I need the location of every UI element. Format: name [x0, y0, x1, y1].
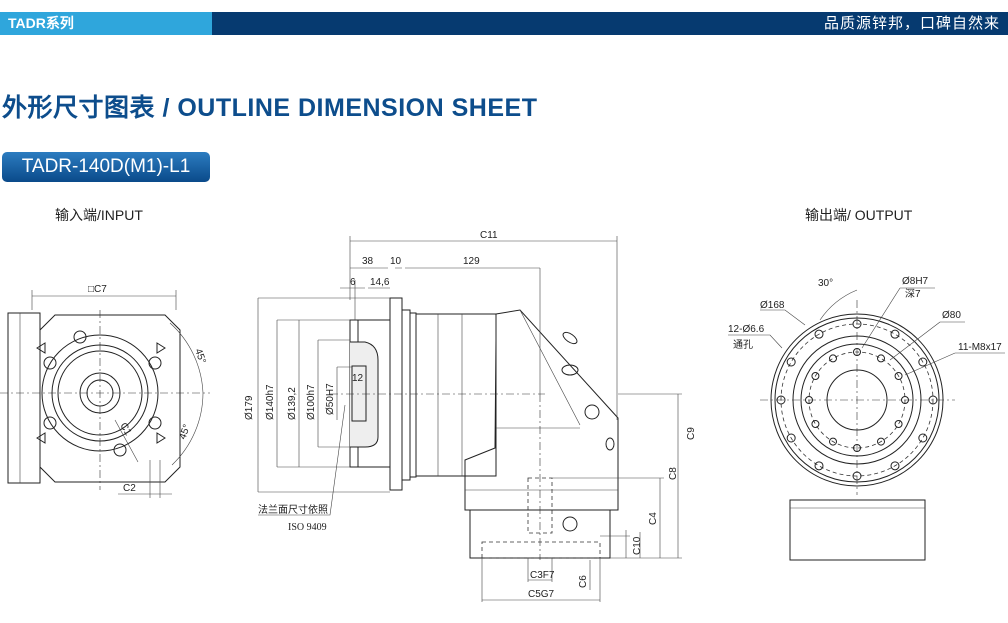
dim-38: 38 [362, 256, 374, 267]
dim-c8: C8 [668, 467, 679, 480]
tapped-hole [811, 372, 820, 380]
dim-d168: Ø168 [760, 300, 785, 311]
page-title: 外形尺寸图表 / OUTLINE DIMENSION SHEET [2, 94, 538, 122]
tapped-hole [901, 396, 909, 404]
flange-note: 法兰面尺寸依照 [258, 503, 328, 516]
series-label: TADR系列 [0, 12, 212, 35]
tapped-hole [853, 444, 861, 452]
tapped-hole [829, 437, 837, 446]
dim-c11: C11 [480, 230, 498, 241]
dim-c7: □C7 [88, 284, 107, 295]
side-view: C11 38 10 129 6 14,6 Ø179 Ø140h7 Ø139,2 … [244, 230, 697, 602]
output-view-label: 输出端/ OUTPUT [805, 207, 913, 223]
dim-d100: Ø100h7 [306, 384, 317, 420]
through-hole [890, 329, 900, 339]
through-hole [918, 433, 928, 443]
dim-d50: Ø50H7 [325, 383, 336, 415]
dim-d140: Ø140h7 [265, 384, 276, 420]
through-hole [786, 357, 796, 367]
dim-c9: C9 [686, 427, 697, 440]
slogan: 品质源锌邦，口碑自然来 [823, 15, 1000, 32]
input-view: □C7 45° 45° C1 C2 [0, 284, 210, 498]
tapped-hole [894, 372, 903, 380]
dim-through: 通孔 [733, 339, 753, 351]
dim-d179: Ø179 [244, 395, 255, 420]
tapped-hole [853, 348, 861, 356]
tapped-hole [877, 437, 885, 446]
tapped-hole [829, 354, 837, 363]
dim-c2: C2 [123, 483, 136, 494]
through-hole [918, 357, 928, 367]
dim-angle-2: 45° [177, 423, 193, 441]
tapped-hole [805, 396, 813, 404]
dim-12: 12 [352, 373, 364, 384]
tapped-hole [811, 420, 820, 428]
through-hole [890, 461, 900, 471]
dim-angle-30: 30° [818, 278, 833, 289]
iso-note: ISO 9409 [288, 522, 327, 533]
through-hole [786, 433, 796, 443]
through-hole [852, 471, 862, 481]
input-view-label: 输入端/INPUT [55, 207, 143, 223]
dim-c3: C3F7 [530, 570, 555, 581]
dim-c10: C10 [632, 536, 643, 555]
dim-d139: Ø139,2 [287, 387, 298, 420]
dim-angle-1: 45° [192, 347, 208, 365]
dim-holes: 12-Ø6.6 [728, 324, 765, 335]
through-hole [776, 395, 786, 405]
through-hole [814, 461, 824, 471]
dim-d80: Ø80 [942, 310, 961, 321]
dim-c1: C1 [117, 421, 133, 438]
dim-depth: 深7 [905, 288, 921, 300]
dim-6: 6 [350, 277, 356, 288]
dim-129: 129 [463, 256, 480, 267]
header-bar [0, 12, 1008, 35]
through-hole [928, 395, 938, 405]
output-view: 30° Ø168 12-Ø6.6 通孔 Ø8H7 深7 Ø80 11-M8x17 [728, 276, 1005, 561]
dim-tap: 11-M8x17 [958, 342, 1002, 353]
dim-c5: C5G7 [528, 589, 555, 600]
through-hole [852, 319, 862, 329]
dim-pin: Ø8H7 [902, 276, 929, 287]
through-hole [814, 329, 824, 339]
dim-10: 10 [390, 256, 402, 267]
tapped-hole [877, 354, 885, 363]
tapped-hole [894, 420, 903, 428]
dim-c4: C4 [648, 512, 659, 525]
model-badge: TADR-140D(M1)-L1 [2, 152, 210, 182]
dim-14-6: 14,6 [370, 277, 390, 288]
dim-c6: C6 [578, 575, 589, 588]
